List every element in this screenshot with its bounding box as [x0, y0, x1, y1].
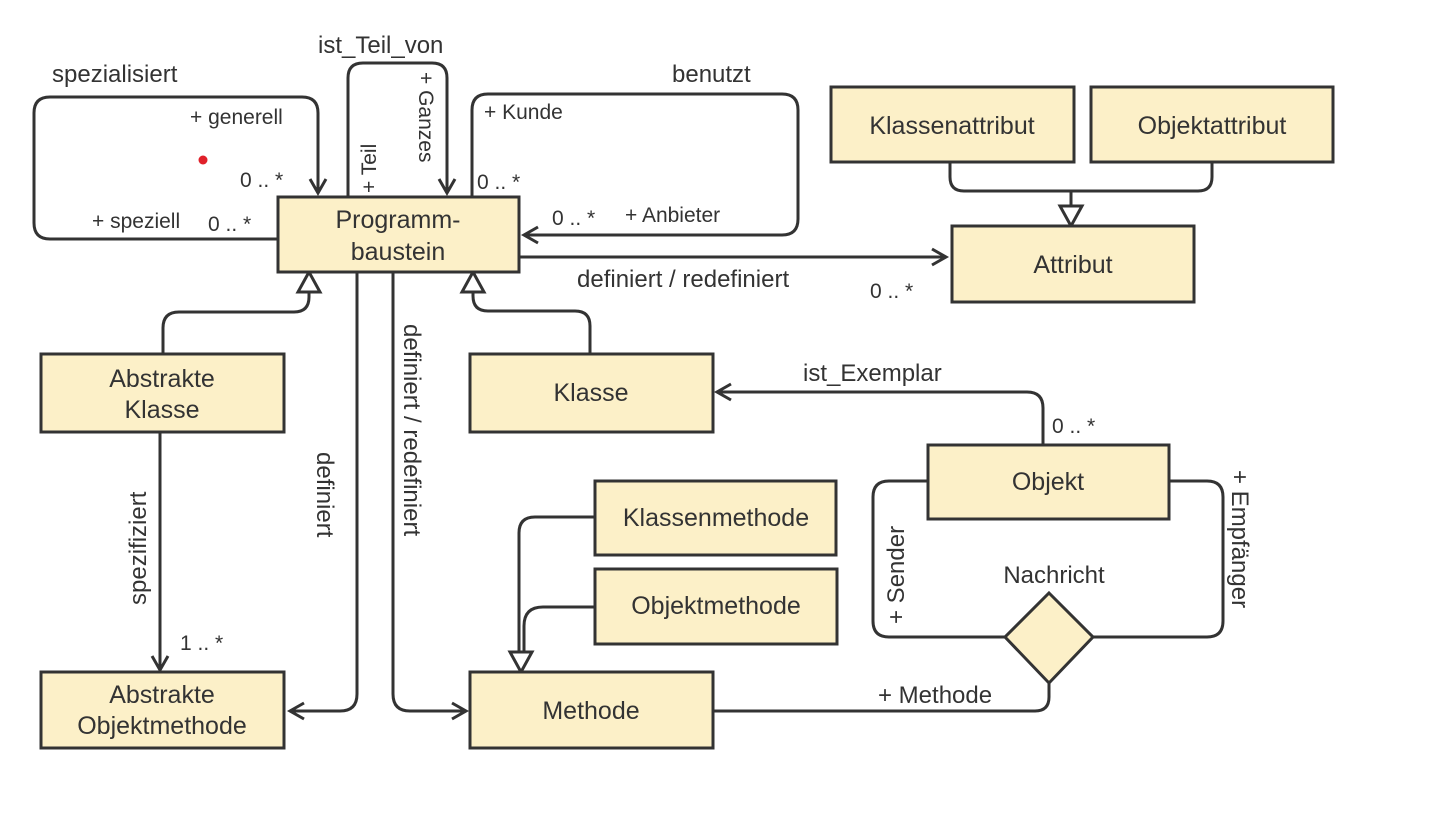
role-teil: + Teil: [358, 144, 381, 193]
attribut-label: Attribut: [1033, 251, 1112, 279]
abstrakte-klasse-line1: Abstrakte: [109, 365, 215, 393]
label-definiert-redefiniert-methode: definiert / redefiniert: [398, 324, 425, 536]
edge-gen-klasse: [471, 292, 592, 354]
mult-spezifiziert: 1 .. *: [180, 632, 223, 655]
nachricht-label: Nachricht: [1003, 562, 1105, 589]
label-definiert: definiert: [311, 452, 338, 538]
edge-definiert-redefiniert-methode: [391, 272, 466, 713]
generalization-triangle-methode: [507, 650, 535, 676]
mult-exemplar: 0 .. *: [1052, 415, 1095, 438]
objektmethode-label: Objektmethode: [631, 592, 801, 620]
edge-ist-teil-von: [346, 61, 449, 197]
arrowhead-spezifiziert: [150, 655, 170, 674]
mult-generell: 0 .. *: [240, 169, 283, 192]
edge-sender: [871, 479, 1005, 639]
arrowhead-generell: [308, 178, 328, 197]
objekt-label: Objekt: [1012, 468, 1084, 496]
label-benutzt: benutzt: [672, 61, 751, 88]
edge-gen-klassenmethode: [517, 515, 595, 652]
class-klassenmethode: Klassenmethode: [593, 479, 838, 557]
role-empfaenger: + Empfänger: [1226, 470, 1253, 608]
class-objektattribut: Objektattribut: [1089, 85, 1335, 164]
role-methode: + Methode: [878, 682, 992, 709]
edge-benutzt: [470, 92, 800, 237]
role-anbieter: + Anbieter: [625, 204, 720, 227]
label-ist-exemplar: ist_Exemplar: [803, 360, 942, 387]
arrowhead-attribut: [931, 247, 950, 267]
role-speziell: + speziell: [92, 210, 180, 233]
class-programmbaustein: Programm- baustein: [276, 195, 521, 274]
edge-nachricht-methode: [713, 683, 1051, 713]
abstrakte-objektmethode-line2: Objektmethode: [77, 712, 247, 740]
objektattribut-label: Objektattribut: [1138, 112, 1287, 140]
edge-definiert: [290, 272, 359, 713]
class-objekt: Objekt: [926, 443, 1171, 521]
abstrakte-klasse-line2: Klasse: [124, 396, 199, 424]
edge-empfaenger: [1093, 479, 1225, 639]
generalization-triangle-attribut: [1057, 204, 1085, 230]
edge-ist-exemplar: [717, 390, 1045, 445]
arrowhead-anbieter: [520, 225, 539, 245]
klassenmethode-label: Klassenmethode: [623, 504, 809, 532]
class-abstrakte-klasse: Abstrakte Klasse: [39, 352, 286, 434]
role-kunde: + Kunde: [484, 101, 563, 124]
arrowhead-ganzes: [437, 178, 457, 197]
arrowhead-definiert: [286, 701, 305, 721]
edge-gen-abstrakte-klasse: [161, 292, 311, 354]
klasse-label: Klasse: [553, 379, 628, 407]
mult-anbieter: 0 .. *: [552, 207, 595, 230]
mult-speziell: 0 .. *: [208, 213, 251, 236]
label-spezifiziert: spezifiziert: [125, 491, 152, 605]
class-attribut: Attribut: [950, 224, 1196, 304]
edge-gen-objektattribut: [1071, 162, 1214, 193]
programmbaustein-line1: Programm-: [335, 206, 460, 234]
klassenattribut-label: Klassenattribut: [869, 112, 1034, 140]
label-spezialisiert: spezialisiert: [52, 61, 178, 88]
mult-kunde: 0 .. *: [477, 171, 520, 194]
label-ist-teil-von: ist_Teil_von: [318, 32, 443, 59]
role-sender: + Sender: [883, 526, 910, 624]
label-definiert-redefiniert-attribut: definiert / redefiniert: [577, 266, 789, 293]
programmbaustein-line2: baustein: [351, 238, 446, 266]
generalization-triangle-klasse: [459, 268, 487, 294]
edge-gen-objektmethode: [522, 605, 595, 652]
diamond-nachricht: [1002, 590, 1096, 686]
edge-spezialisiert: [32, 95, 320, 241]
class-abstrakte-objektmethode: Abstrakte Objektmethode: [39, 670, 286, 750]
role-generell: + generell: [190, 106, 283, 129]
abstrakte-objektmethode-line1: Abstrakte: [109, 681, 215, 709]
class-klasse: Klasse: [468, 352, 715, 434]
class-klassenattribut: Klassenattribut: [829, 85, 1076, 164]
class-methode: Methode: [468, 670, 715, 750]
mult-attribut: 0 .. *: [870, 280, 913, 303]
arrowhead-methode: [451, 701, 470, 721]
edge-gen-klassenattribut: [948, 162, 1073, 206]
generalization-triangle-abstrakte-klasse: [295, 268, 323, 294]
marker-dot: [198, 155, 208, 165]
class-objektmethode: Objektmethode: [593, 567, 839, 646]
methode-label: Methode: [542, 697, 639, 725]
arrowhead-ist-exemplar: [713, 382, 732, 402]
role-ganzes: + Ganzes: [414, 72, 437, 162]
